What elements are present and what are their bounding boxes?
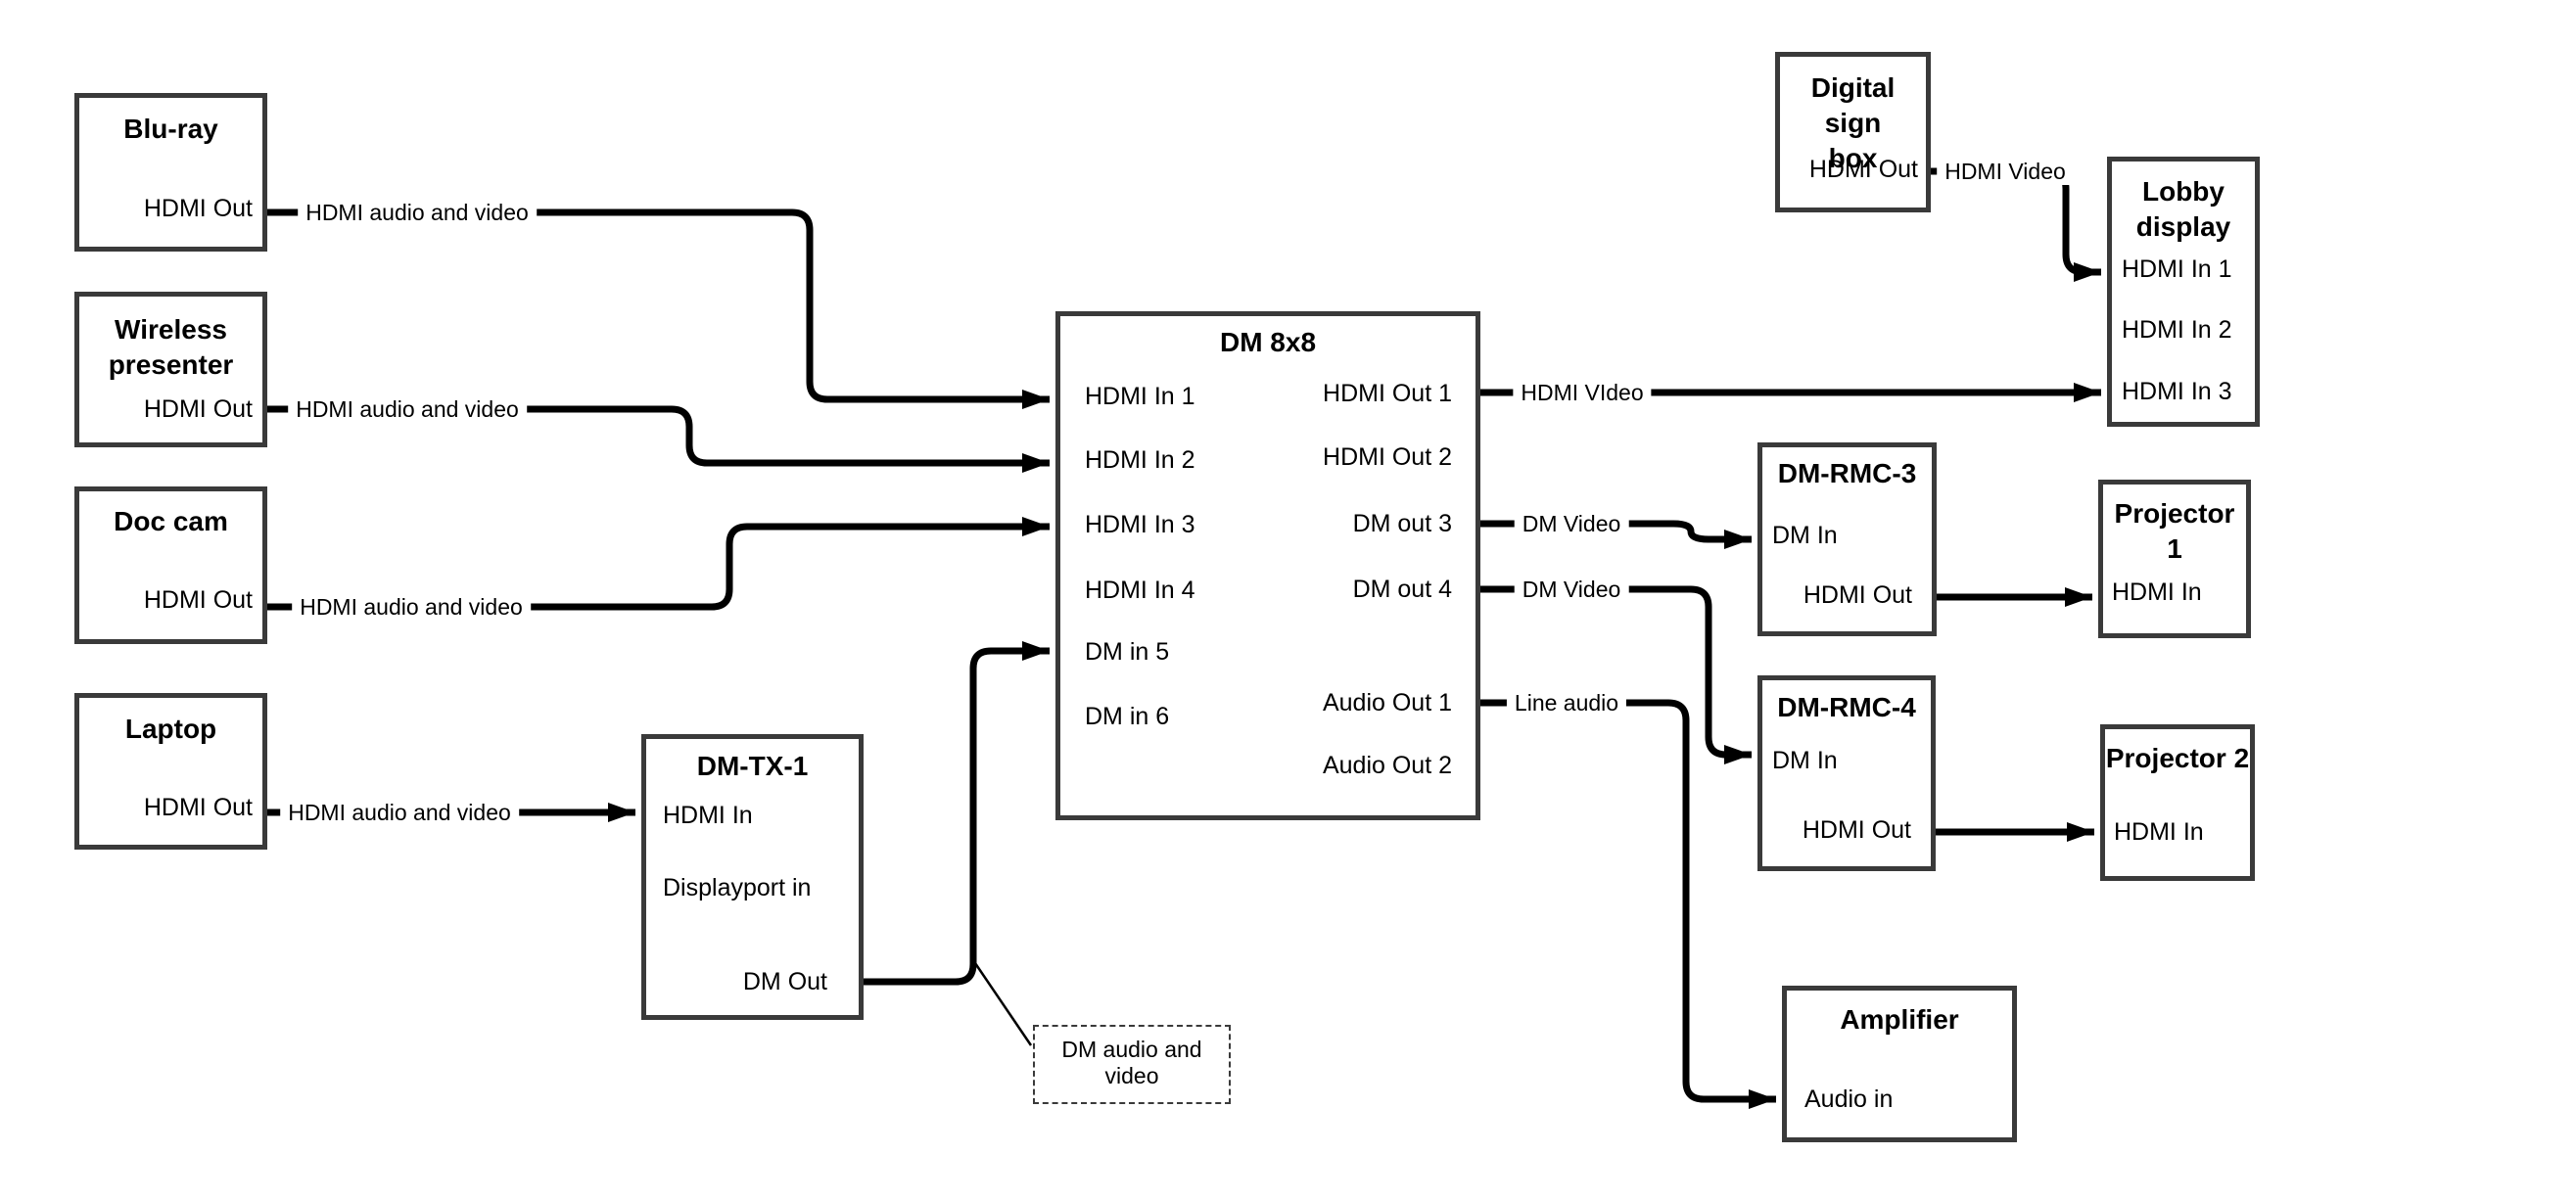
node-title: Blu-ray bbox=[123, 114, 218, 144]
port-dm-out-3: DM out 3 bbox=[1352, 510, 1452, 537]
port-hdmi-in: HDMI In bbox=[2112, 578, 2202, 606]
port-audio-out-1: Audio Out 1 bbox=[1322, 689, 1452, 716]
port-hdmi-out: HDMI Out bbox=[1803, 581, 1912, 609]
node-title: Amplifier bbox=[1840, 1004, 1959, 1035]
port-hdmi-in-4: HDMI In 4 bbox=[1085, 577, 1195, 604]
edge-label-hdmi-audio-video-1: HDMI audio and video bbox=[298, 199, 537, 226]
note-callout-line bbox=[973, 962, 1033, 1046]
node-projector-2[interactable]: Projector 2 HDMI In bbox=[2100, 724, 2255, 881]
node-title: DM-RMC-4 bbox=[1777, 692, 1916, 722]
node-doc-cam[interactable]: Doc cam HDMI Out bbox=[74, 486, 267, 644]
node-title: DM-TX-1 bbox=[696, 751, 809, 781]
node-laptop[interactable]: Laptop HDMI Out bbox=[74, 693, 267, 850]
edge-doccam-to-dm8x8 bbox=[267, 517, 1050, 611]
port-hdmi-out-2: HDMI Out 2 bbox=[1323, 443, 1452, 471]
port-hdmi-out: HDMI Out bbox=[1808, 156, 1918, 183]
node-dm-tx-1[interactable]: DM-TX-1 HDMI In Displayport in DM Out bbox=[641, 734, 864, 1020]
port-audio-out-2: Audio Out 2 bbox=[1322, 752, 1452, 779]
node-title: Digital sign box bbox=[1810, 72, 1896, 173]
port-dm-out-4: DM out 4 bbox=[1352, 576, 1452, 603]
port-dm-in: DM In bbox=[1772, 522, 1838, 549]
port-hdmi-out: HDMI Out bbox=[143, 195, 253, 222]
node-title: Laptop bbox=[124, 714, 217, 744]
port-hdmi-in-1: HDMI In 1 bbox=[1085, 383, 1195, 410]
node-amplifier[interactable]: Amplifier Audio in bbox=[1782, 986, 2017, 1142]
port-hdmi-out: HDMI Out bbox=[1802, 816, 1911, 844]
edge-label-dm-video-1: DM Video bbox=[1514, 510, 1629, 537]
edge-dm8x8-to-dmrmc4 bbox=[1480, 585, 1752, 764]
node-wireless-presenter[interactable]: Wireless presenter HDMI Out bbox=[74, 292, 267, 447]
node-dm-rmc-4[interactable]: DM-RMC-4 DM In HDMI Out bbox=[1757, 675, 1936, 871]
port-audio-in: Audio in bbox=[1804, 1086, 1894, 1113]
node-projector-1[interactable]: Projector 1 HDMI In bbox=[2098, 480, 2251, 638]
edge-dmtx1-to-dm8x8 bbox=[864, 641, 1050, 986]
port-dm-in-5: DM in 5 bbox=[1085, 638, 1170, 666]
port-dm-in-6: DM in 6 bbox=[1085, 703, 1170, 730]
edge-label-hdmi-audio-video-3: HDMI audio and video bbox=[292, 593, 531, 621]
node-dm-8x8[interactable]: DM 8x8 HDMI In 1 HDMI In 2 HDMI In 3 HDM… bbox=[1055, 311, 1480, 820]
port-hdmi-in-2: HDMI In 2 bbox=[1085, 446, 1195, 474]
port-dm-in: DM In bbox=[1772, 747, 1838, 774]
port-hdmi-out: HDMI Out bbox=[143, 395, 253, 423]
port-hdmi-in-1: HDMI In 1 bbox=[2122, 255, 2232, 283]
node-title: Wireless presenter bbox=[108, 314, 234, 380]
port-hdmi-in-3: HDMI In 3 bbox=[2122, 378, 2232, 405]
port-hdmi-in-2: HDMI In 2 bbox=[2122, 316, 2232, 344]
edge-label-hdmi-audio-video-2: HDMI audio and video bbox=[288, 395, 527, 423]
port-hdmi-out: HDMI Out bbox=[143, 794, 253, 821]
node-title: Doc cam bbox=[114, 506, 228, 536]
edge-label-hdmi-video: HDMI Video bbox=[1937, 158, 2074, 185]
port-displayport-in: Displayport in bbox=[663, 874, 812, 901]
node-title: DM 8x8 bbox=[1219, 327, 1317, 357]
note-dm-audio-and-video[interactable]: DM audio and video bbox=[1033, 1025, 1231, 1104]
node-title: Projector 2 bbox=[2105, 743, 2250, 773]
edge-label-hdmi-audio-video-4: HDMI audio and video bbox=[280, 799, 519, 826]
port-hdmi-in-3: HDMI In 3 bbox=[1085, 511, 1195, 538]
node-title: Projector 1 bbox=[2114, 498, 2235, 564]
edge-label-dm-video-2: DM Video bbox=[1514, 576, 1629, 603]
node-digital-sign-box[interactable]: Digital sign box HDMI Out bbox=[1775, 52, 1931, 212]
node-dm-rmc-3[interactable]: DM-RMC-3 DM In HDMI Out bbox=[1757, 442, 1937, 636]
port-dm-out: DM Out bbox=[742, 968, 827, 995]
edge-digisign-to-lobby bbox=[1931, 167, 2101, 282]
port-hdmi-in: HDMI In bbox=[663, 802, 753, 829]
node-title: Lobby display bbox=[2135, 176, 2231, 242]
edge-label-hdmi-video-typo: HDMI VIdeo bbox=[1513, 379, 1652, 406]
edge-dm8x8-to-amp bbox=[1480, 699, 1776, 1109]
edge-label-line-audio: Line audio bbox=[1506, 689, 1627, 716]
node-title: DM-RMC-3 bbox=[1777, 458, 1917, 488]
edge-wireless-to-dm8x8 bbox=[267, 405, 1050, 473]
node-lobby-display[interactable]: Lobby display HDMI In 1 HDMI In 2 HDMI I… bbox=[2107, 157, 2260, 427]
port-hdmi-out-1: HDMI Out 1 bbox=[1323, 380, 1452, 407]
edge-dm8x8-to-dmrmc3 bbox=[1480, 520, 1752, 549]
port-hdmi-out: HDMI Out bbox=[143, 586, 253, 614]
node-blu-ray[interactable]: Blu-ray HDMI Out bbox=[74, 93, 267, 252]
edge-bluray-to-dm8x8 bbox=[267, 208, 1050, 409]
port-hdmi-in: HDMI In bbox=[2114, 818, 2204, 846]
